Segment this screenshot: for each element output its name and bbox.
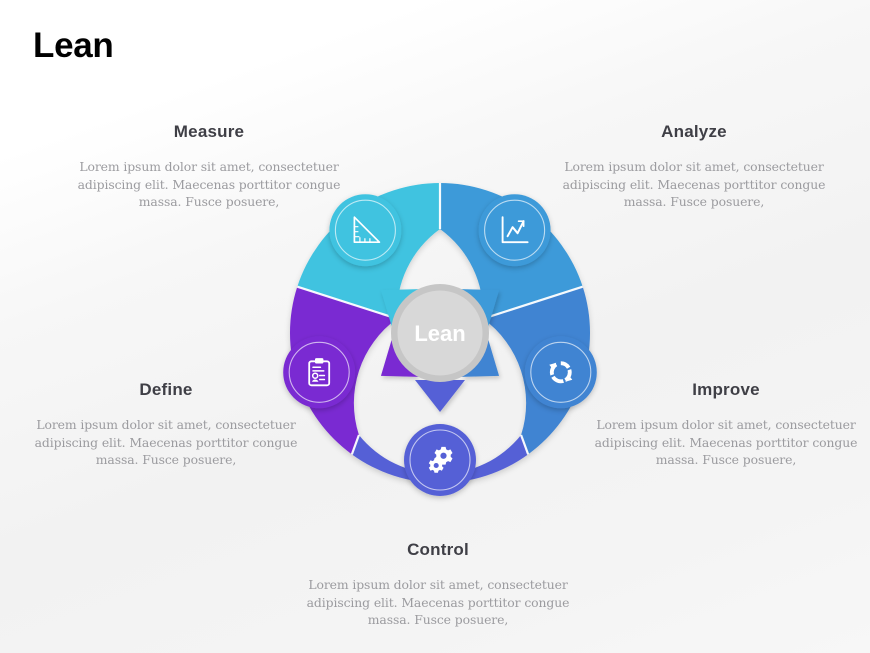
icon-circle-improve-outline: [530, 341, 592, 403]
step-body-define: Lorem ipsum dolor sit amet, consectetuer…: [34, 417, 298, 467]
icon-circle-define-outline: [288, 341, 350, 403]
step-text-analyze: Analyze Lorem ipsum dolor sit amet, cons…: [560, 122, 828, 211]
icon-circle-measure[interactable]: [329, 194, 402, 267]
step-text-control: Control Lorem ipsum dolor sit amet, cons…: [302, 540, 574, 629]
line-chart-icon: [501, 216, 529, 244]
icon-node-define[interactable]: [283, 336, 356, 409]
refresh-cycle-icon: [549, 361, 573, 384]
icon-circle-improve[interactable]: [524, 336, 597, 409]
divider-upper-right: [482, 285, 584, 320]
ring-segment-control[interactable]: [351, 435, 529, 483]
step-heading-define: Define: [139, 380, 193, 399]
gears-icon: [428, 446, 453, 473]
step-heading-improve: Improve: [692, 380, 760, 399]
step-body-control: Lorem ipsum dolor sit amet, consectetuer…: [306, 577, 570, 627]
divider-upper-left: [296, 285, 398, 320]
clipboard-icon: [308, 358, 331, 387]
icon-circle-analyze-outline: [484, 199, 546, 261]
lean-cycle-diagram: Lean: [265, 158, 615, 508]
center-label: Lean: [414, 321, 465, 346]
icon-node-measure[interactable]: [329, 194, 402, 267]
ring-dividers: [296, 183, 584, 455]
icon-node-analyze[interactable]: [478, 194, 551, 267]
icon-circle-define[interactable]: [283, 336, 356, 409]
step-text-improve: Improve Lorem ipsum dolor sit amet, cons…: [590, 380, 862, 469]
center-hub[interactable]: Lean: [391, 284, 489, 382]
step-body-improve: Lorem ipsum dolor sit amet, consectetuer…: [594, 417, 858, 467]
step-heading-control: Control: [407, 540, 469, 559]
icon-circle-measure-outline: [334, 199, 396, 261]
step-text-define: Define Lorem ipsum dolor sit amet, conse…: [30, 380, 302, 469]
page-title: Lean: [33, 26, 114, 65]
step-heading-measure: Measure: [173, 122, 245, 141]
step-heading-analyze: Analyze: [661, 122, 727, 141]
icon-circle-control-outline: [409, 429, 471, 491]
step-body-measure: Lorem ipsum dolor sit amet, consectetuer…: [77, 159, 341, 209]
icon-node-improve[interactable]: [524, 336, 597, 409]
step-body-analyze: Lorem ipsum dolor sit amet, consectetuer…: [562, 159, 826, 209]
icon-node-control[interactable]: [404, 424, 476, 496]
divider-lower-right: [520, 434, 530, 455]
set-square-ruler-icon: [353, 216, 381, 244]
divider-lower-left: [350, 434, 360, 455]
center-circle-inner: [397, 290, 483, 376]
step-text-measure: Measure Lorem ipsum dolor sit amet, cons…: [75, 122, 343, 211]
